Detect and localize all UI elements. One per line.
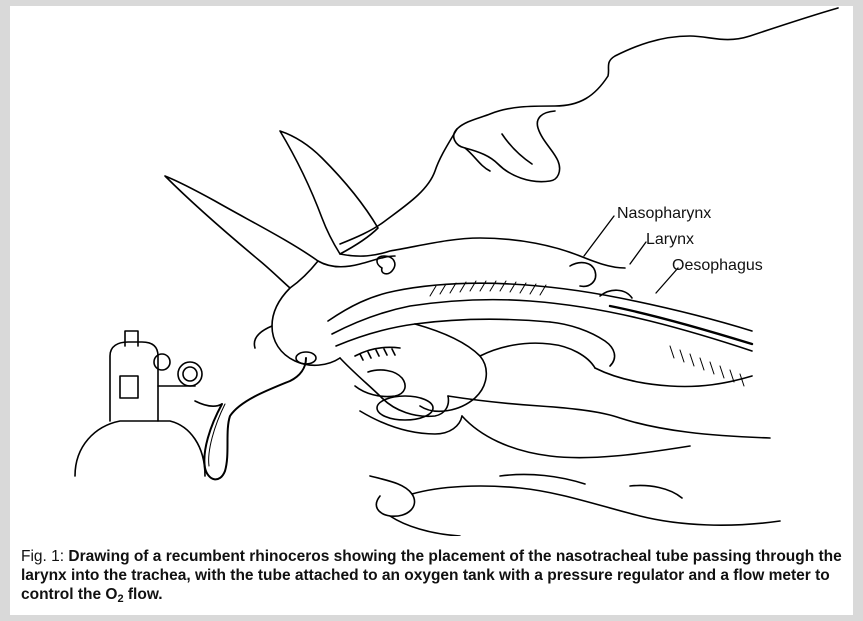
label-oesophagus: Oesophagus	[672, 257, 763, 275]
label-nasopharynx: Nasopharynx	[617, 205, 711, 223]
label-larynx: Larynx	[646, 231, 694, 249]
horns	[165, 131, 378, 288]
nasotracheal-tube	[204, 358, 306, 479]
caption-text: Drawing of a recumbent rhinoceros showin…	[21, 548, 842, 603]
rhino-head	[254, 238, 625, 416]
handler-hand	[340, 8, 838, 244]
caption-prefix: Fig. 1:	[21, 548, 64, 565]
figure-caption: Fig. 1: Drawing of a recumbent rhinocero…	[21, 547, 846, 604]
label-leaders	[584, 216, 678, 293]
oxygen-tank	[75, 331, 222, 476]
figure-frame: Nasopharynx Larynx Oesophagus Fig. 1: Dr…	[10, 6, 853, 615]
airway-section	[328, 263, 770, 438]
